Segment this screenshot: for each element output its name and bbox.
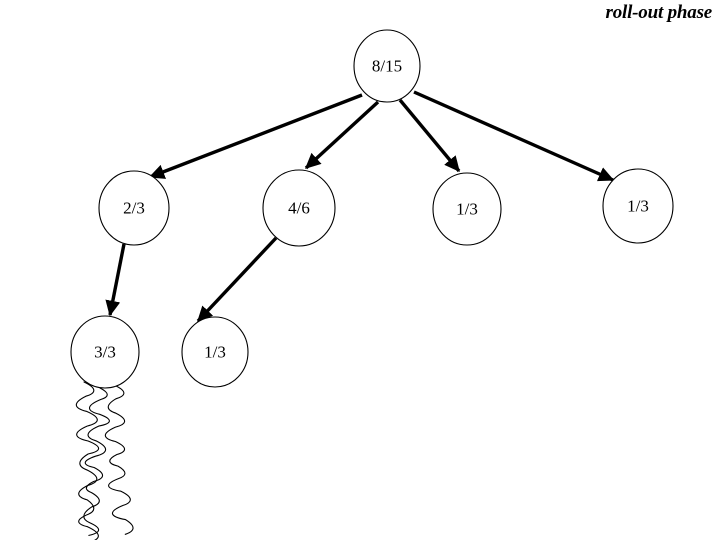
- tree-node-n3[interactable]: 1/3: [432, 172, 502, 246]
- tree-edge-n1-to-n5: [105, 243, 126, 317]
- tree-edge-root-to-n2: [304, 100, 380, 170]
- rollout-squiggle-2: [83, 387, 110, 536]
- page-title: roll-out phase: [605, 2, 713, 23]
- tree-edge-root-to-n1: [148, 93, 363, 179]
- tree-edge-root-to-n3: [398, 98, 461, 173]
- node-label-root: 8/15: [372, 57, 402, 76]
- node-label-n1: 2/3: [123, 199, 145, 218]
- tree-edge-root-to-n4: [413, 90, 615, 182]
- node-circle-n6[interactable]: [181, 316, 249, 388]
- node-circle-n1[interactable]: [98, 170, 170, 246]
- nodes-layer: 8/15 2/3 4/6 1/3 1/3 3/3 1/3: [70, 29, 674, 389]
- tree-node-n2[interactable]: 4/6: [262, 169, 336, 247]
- node-circle-root[interactable]: [353, 29, 421, 103]
- tree-node-n5[interactable]: 3/3: [70, 315, 140, 389]
- tree-node-n6[interactable]: 1/3: [181, 316, 249, 388]
- tree-node-n1[interactable]: 2/3: [98, 170, 170, 246]
- rollout-squiggles-layer: [75, 381, 134, 540]
- node-circle-n5[interactable]: [70, 315, 140, 389]
- tree-node-n4[interactable]: 1/3: [602, 168, 674, 244]
- node-label-n3: 1/3: [456, 200, 478, 219]
- rollout-squiggle-3: [104, 384, 134, 535]
- node-label-n2: 4/6: [288, 199, 310, 218]
- node-label-n5: 3/3: [94, 343, 116, 362]
- node-label-n4: 1/3: [627, 197, 649, 216]
- edges-layer: [105, 90, 615, 323]
- node-circle-n2[interactable]: [262, 169, 336, 247]
- node-label-n6: 1/3: [204, 343, 226, 362]
- node-circle-n3[interactable]: [432, 172, 502, 246]
- tree-edge-n2-to-n6: [196, 236, 278, 323]
- node-circle-n4[interactable]: [602, 168, 674, 244]
- rollout-squiggle-1: [75, 381, 100, 540]
- tree-node-root[interactable]: 8/15: [353, 29, 421, 103]
